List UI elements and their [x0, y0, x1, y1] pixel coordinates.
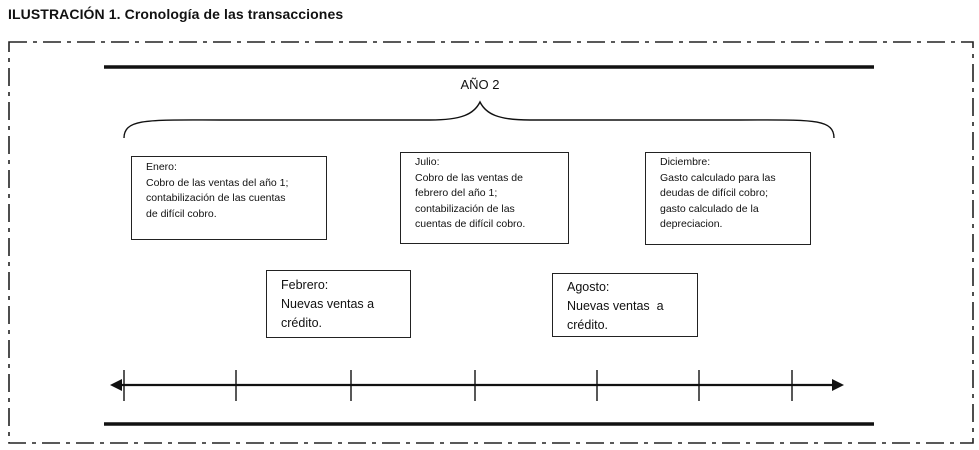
- event-heading: Julio:: [415, 156, 440, 168]
- year-label: AÑO 2: [460, 77, 500, 92]
- event-text-line: contabilización de las: [415, 202, 515, 215]
- event-text-line: Nuevas ventas a: [281, 297, 375, 311]
- event-text-line: crédito.: [567, 318, 608, 332]
- event-text-line: Nuevas ventas a: [567, 299, 664, 313]
- event-box-febrero: Febrero: Nuevas ventas a crédito.: [266, 270, 411, 338]
- event-text-line: gasto calculado de la: [660, 202, 759, 215]
- dashed-frame: [8, 41, 974, 444]
- figure-title: ILUSTRACIÓN 1. Cronología de las transac…: [8, 6, 344, 22]
- event-heading: Enero:: [146, 161, 177, 173]
- year-brace: [123, 100, 835, 139]
- event-text-line: contabilización de las cuentas: [146, 192, 286, 204]
- event-box-diciembre: Diciembre: Gasto calculado para las deud…: [645, 152, 811, 245]
- event-text-line: depreciacion.: [660, 218, 723, 230]
- timeline-arrow-right: [832, 379, 844, 391]
- event-box-julio: Julio: Cobro de las ventas de febrero de…: [400, 152, 569, 244]
- event-text-line: crédito.: [281, 316, 322, 330]
- event-heading: Agosto:: [567, 280, 610, 294]
- event-heading: Diciembre:: [660, 156, 711, 168]
- event-text-line: Cobro de las ventas del año 1;: [146, 176, 289, 189]
- event-box-agosto: Agosto: Nuevas ventas a crédito.: [552, 273, 698, 337]
- event-text-line: de difícil cobro.: [146, 207, 217, 220]
- event-box-enero: Enero: Cobro de las ventas del año 1; co…: [131, 156, 327, 240]
- event-text-line: deudas de difícil cobro;: [660, 187, 768, 199]
- event-text-line: Gasto calculado para las: [660, 171, 776, 184]
- event-text-line: febrero del año 1;: [415, 187, 498, 199]
- event-text-line: cuentas de difícil cobro.: [415, 218, 526, 230]
- event-heading: Febrero:: [281, 278, 329, 292]
- timeline-arrow-left: [110, 379, 122, 391]
- event-text-line: Cobro de las ventas de: [415, 171, 523, 184]
